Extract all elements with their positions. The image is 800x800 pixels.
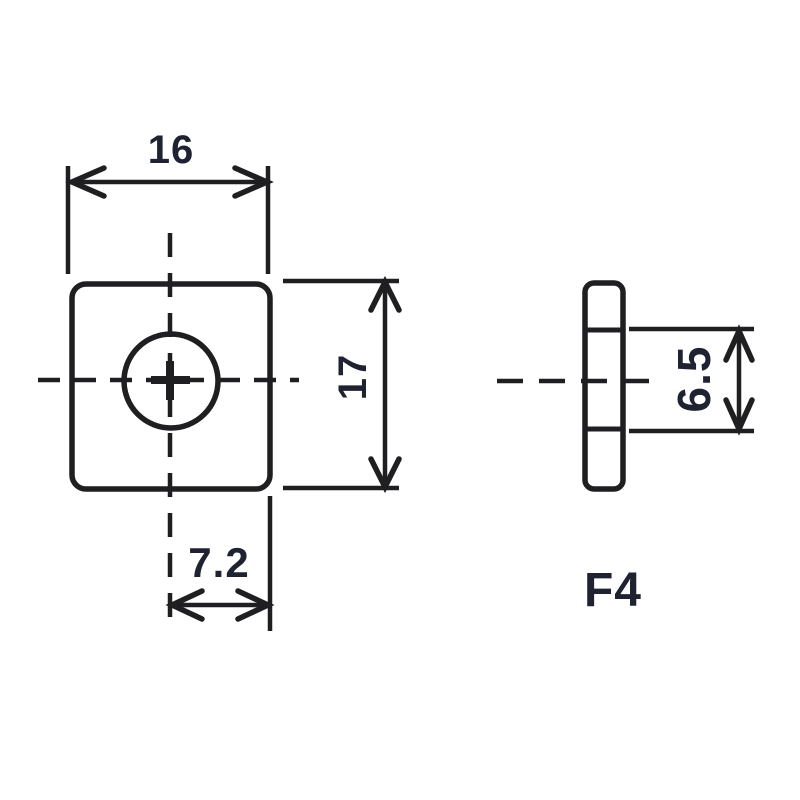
arrowhead-right — [232, 165, 274, 199]
dim-side-height-label: 6.5 — [668, 346, 720, 413]
front-view — [38, 233, 299, 629]
part-label: F4 — [584, 564, 642, 617]
arrowhead-top — [368, 275, 402, 313]
dimension-front-width: 16 — [65, 128, 274, 274]
side-view — [497, 280, 659, 492]
dim-front-bottom-label: 7.2 — [188, 539, 249, 586]
dimension-front-bottom: 7.2 — [165, 496, 275, 631]
arrowhead-left — [65, 165, 107, 199]
arrowhead-bottom — [368, 456, 402, 494]
arrowhead-top — [723, 324, 755, 363]
arrowhead-bottom — [723, 397, 755, 436]
arrowhead-right — [235, 588, 275, 622]
side-body-outline — [582, 280, 626, 492]
dim-front-width-label: 16 — [148, 128, 195, 172]
arrowhead-left — [165, 588, 205, 622]
dim-front-height-label: 17 — [331, 354, 375, 401]
dimension-side-height: 6.5 — [629, 324, 755, 436]
dimension-front-height: 17 — [283, 275, 402, 494]
